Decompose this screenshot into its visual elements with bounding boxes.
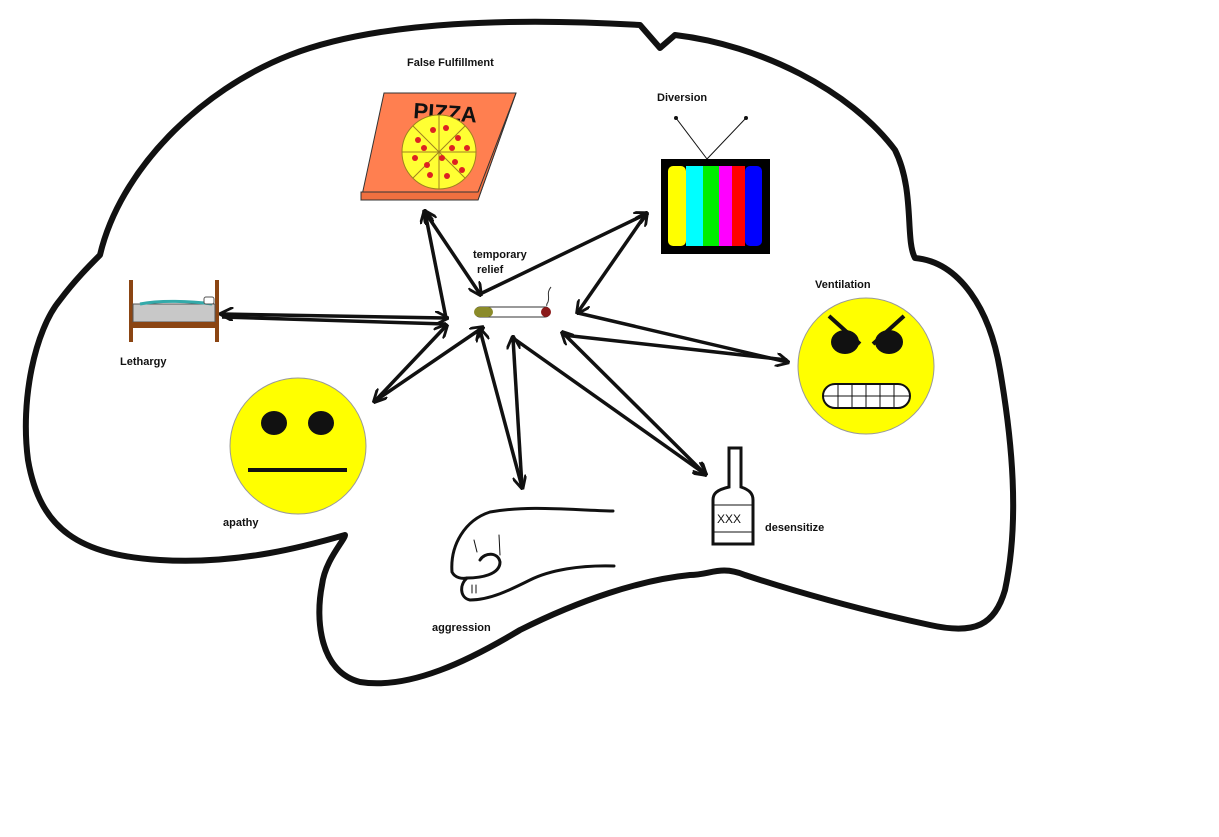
brain-outline <box>22 18 1017 687</box>
bed-icon <box>129 280 219 342</box>
pizza-box-icon: PIZZA <box>360 92 517 201</box>
arrow-tv-2 <box>578 214 646 312</box>
arrow-bottle-1 <box>511 336 705 474</box>
label-apathy: apathy <box>223 517 259 529</box>
liquor-bottle-icon: XXX <box>711 446 755 546</box>
arrow-apathy-1 <box>375 326 446 401</box>
label-ventilation: Ventilation <box>815 279 871 291</box>
cigarette-icon <box>474 286 552 318</box>
label-aggression: aggression <box>432 622 491 634</box>
label-false-fulfillment: False Fulfillment <box>407 57 494 69</box>
bottle-label-text: XXX <box>717 512 741 526</box>
arrow-bottle-2 <box>563 333 705 474</box>
arrow-pizza-2 <box>425 212 448 319</box>
label-desensitize: desensitize <box>765 522 824 534</box>
center-label-line1: temporary <box>473 249 528 261</box>
arrow-fist-1 <box>480 330 522 487</box>
fist-icon <box>450 506 616 602</box>
angry-face-icon <box>797 297 935 435</box>
center-label-line2: relief <box>477 264 504 276</box>
label-lethargy: Lethargy <box>120 356 167 368</box>
arrow-fist-2 <box>513 338 524 488</box>
arrow-apathy-2 <box>374 328 482 403</box>
arrow-vent-2 <box>562 333 788 362</box>
arrows <box>222 212 787 487</box>
label-diversion: Diversion <box>657 92 707 104</box>
arrow-pizza-1 <box>425 212 480 294</box>
television-icon <box>661 116 770 254</box>
arrow-bed-1 <box>222 314 446 318</box>
arrow-vent-1 <box>577 311 787 362</box>
neutral-face-icon <box>229 377 367 515</box>
